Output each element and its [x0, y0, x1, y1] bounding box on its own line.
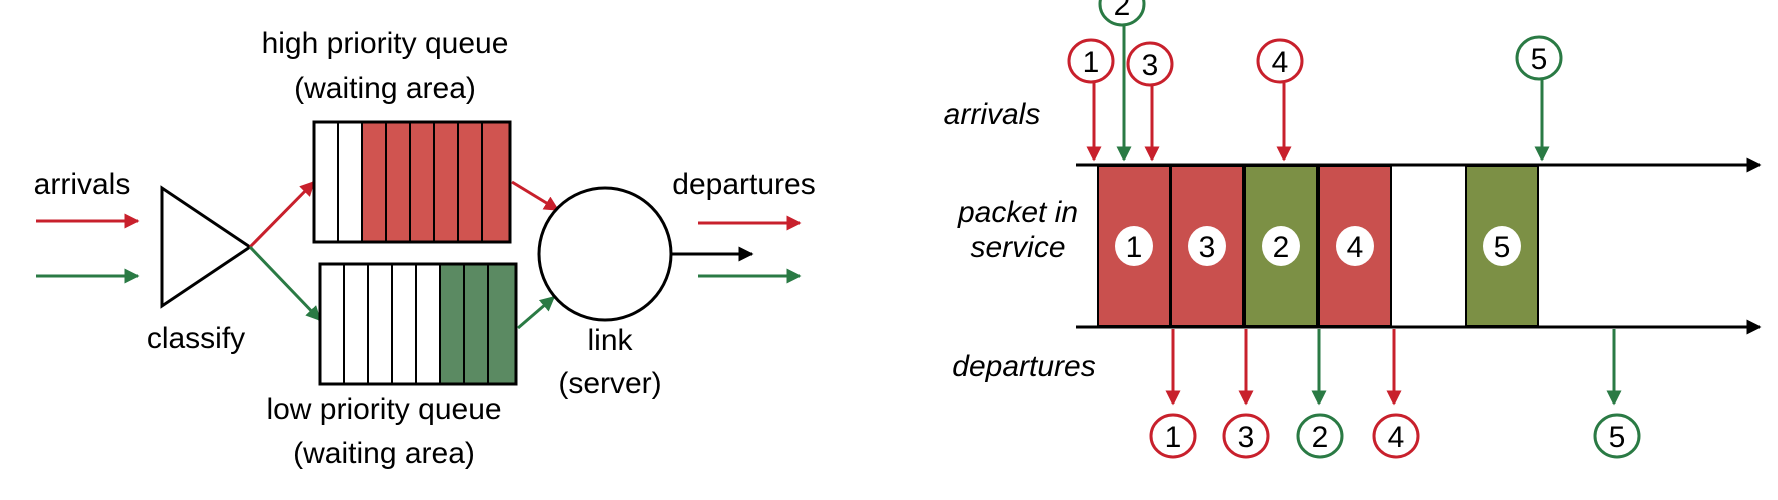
service-packet-badge-4	[1336, 226, 1374, 266]
arrival-packet-circle-5	[1515, 35, 1563, 81]
low-queue-buffer-occupied	[440, 264, 516, 384]
departures-label-left: departures	[672, 168, 815, 201]
arrival-packet-label-5: 5	[1531, 43, 1548, 76]
classify-to-high-arrow	[248, 180, 316, 249]
departure-packet-label-2: 2	[1312, 421, 1329, 454]
service-packet-badge-1	[1115, 226, 1153, 266]
low-queue-subtitle: (waiting area)	[293, 437, 475, 470]
service-packet-label-1: 1	[1126, 231, 1143, 264]
high-queue-buffer-occupied	[362, 122, 510, 242]
departure-packet-label-3: 3	[1238, 421, 1255, 454]
link-label: link	[587, 324, 633, 357]
low-queue-title: low priority queue	[266, 393, 501, 426]
service-packet-badge-2	[1262, 226, 1300, 266]
arrivals-label-left: arrivals	[34, 168, 131, 201]
packet-in-label: packet in	[957, 196, 1078, 229]
high-queue-subtitle: (waiting area)	[294, 72, 476, 105]
arrival-packet-circle-1	[1067, 38, 1115, 84]
departure-packet-label-5: 5	[1609, 421, 1626, 454]
departure-packet-circle-1	[1149, 413, 1197, 459]
departure-packet-label-4: 4	[1388, 421, 1405, 454]
server-label: (server)	[558, 367, 661, 400]
arrival-packet-circle-3	[1126, 41, 1174, 87]
arrival-packet-label-1: 1	[1083, 46, 1100, 79]
service-packet-label-5: 5	[1494, 231, 1511, 264]
high-priority-queue	[312, 120, 512, 244]
departure-packet-circle-5	[1593, 413, 1641, 459]
service-slots: 1 3 2 4 5	[1097, 165, 1539, 327]
link-server-circle	[537, 186, 673, 322]
departure-packet-circle-4	[1372, 413, 1420, 459]
queueing-model: arrivals classify high priority queue (w…	[34, 27, 816, 470]
arrivals-label-right: arrivals	[944, 98, 1041, 131]
low-queue-outline	[318, 262, 518, 386]
arrival-marks: 1 2 3 4 5	[1067, 0, 1563, 162]
service-label: service	[970, 231, 1065, 264]
high-queue-title: high priority queue	[262, 27, 509, 60]
classify-to-low-arrow	[248, 245, 322, 322]
service-packet-badge-3	[1188, 226, 1226, 266]
arrival-packet-circle-4	[1256, 38, 1304, 84]
departure-packet-circle-3	[1222, 413, 1270, 459]
classify-label: classify	[147, 322, 245, 355]
service-packet-badge-5	[1483, 226, 1521, 266]
arrival-packet-label-2: 2	[1114, 0, 1131, 22]
departure-packet-circle-2	[1296, 413, 1344, 459]
low-priority-queue	[318, 262, 518, 386]
high-queue-outline	[312, 120, 512, 244]
service-packet-label-4: 4	[1347, 231, 1364, 264]
arrival-packet-circle-2	[1098, 0, 1146, 27]
high-to-link-arrow	[511, 180, 560, 212]
priority-timeline: arrivals packet in service departures 1 3…	[944, 0, 1762, 459]
departure-packet-label-1: 1	[1165, 421, 1182, 454]
departure-marks: 1 3 2 4 5	[1149, 329, 1641, 459]
service-packet-label-2: 2	[1273, 231, 1290, 264]
arrival-packet-label-3: 3	[1142, 49, 1159, 82]
service-packet-label-3: 3	[1199, 231, 1216, 264]
arrival-packet-label-4: 4	[1272, 46, 1289, 79]
departures-label-right: departures	[952, 350, 1095, 383]
low-to-link-arrow	[517, 295, 556, 330]
classifier-triangle	[160, 185, 253, 309]
